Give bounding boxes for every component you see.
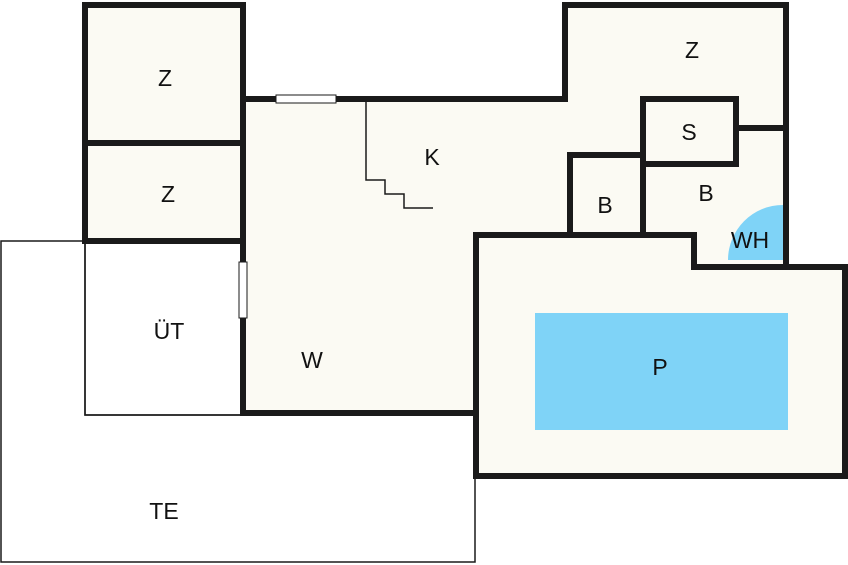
label-k: K xyxy=(424,144,440,170)
label-z-top-left: Z xyxy=(158,65,172,91)
wall-s-room xyxy=(640,96,739,238)
label-z-top-right: Z xyxy=(685,37,699,63)
whirlpool xyxy=(728,205,783,260)
window-top xyxy=(275,94,337,104)
left-bedrooms-floor xyxy=(85,5,243,241)
label-p: P xyxy=(652,354,667,380)
label-ut: ÜT xyxy=(154,318,185,344)
pool xyxy=(535,313,788,430)
label-w: W xyxy=(301,347,323,373)
wall-pool-area xyxy=(473,232,789,416)
label-z-mid-left: Z xyxy=(161,181,175,207)
door-ut xyxy=(238,261,248,319)
label-s: S xyxy=(681,119,696,145)
label-b-left: B xyxy=(597,192,612,218)
label-wh: WH xyxy=(731,227,769,253)
wall-b-left xyxy=(567,152,646,238)
label-te: TE xyxy=(149,498,178,524)
stairs xyxy=(365,101,433,209)
label-b-right: B xyxy=(698,180,713,206)
